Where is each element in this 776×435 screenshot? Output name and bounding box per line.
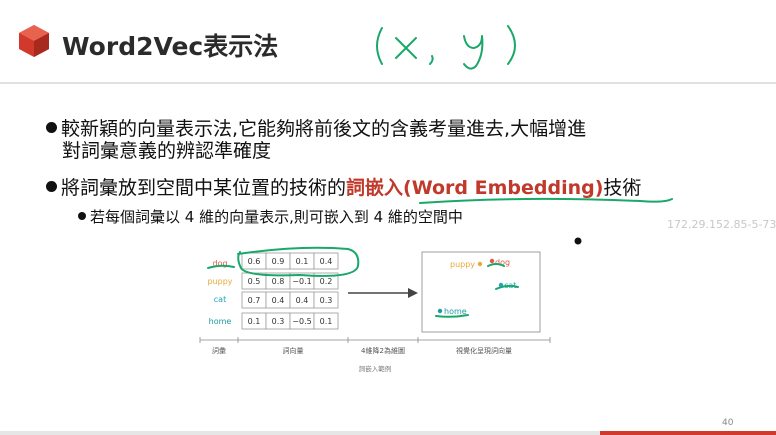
vector-cell: −0.5 [292, 317, 311, 326]
word-embedding-figure: dog puppy cat home 0.6 0.9 0.1 0.4 0.5 0… [199, 251, 551, 373]
bullet-2-highlight: 詞嵌入(Word Embedding) [346, 177, 604, 199]
vector-cell: 0.3 [320, 296, 333, 305]
vector-cell: 0.4 [296, 296, 309, 305]
slide-title: Word2Vec表示法 [62, 32, 279, 61]
word-home: home [209, 317, 232, 326]
vector-cell: 0.1 [296, 257, 309, 266]
vector-cell: 0.3 [272, 317, 285, 326]
figure-axis [199, 337, 551, 343]
point-puppy [477, 261, 483, 267]
plot-label-dog: dog [495, 258, 510, 267]
word-puppy: puppy [207, 277, 232, 286]
word-dog: dog [212, 259, 227, 268]
bullet-2-prefix: 將詞彙放到空間中某位置的技術的 [61, 177, 347, 199]
ink-underline-highlight [419, 197, 673, 204]
vector-cell: 0.4 [272, 296, 285, 305]
bullet-2-suffix: 技術 [603, 177, 642, 199]
ink-dot-mark [574, 237, 582, 245]
page-number: 40 [722, 418, 734, 428]
vector-cell: 0.7 [248, 296, 261, 305]
vector-cell: 0.4 [320, 257, 333, 266]
col-label-visualize: 視覺化呈現詞向量 [456, 346, 512, 355]
title-divider [0, 82, 776, 84]
vector-cell: 0.1 [248, 317, 261, 326]
word-cat: cat [214, 295, 226, 304]
vector-cell: 0.5 [248, 277, 261, 286]
figure-caption: 詞嵌入範例 [359, 364, 392, 373]
vector-cell: 0.1 [320, 317, 333, 326]
col-label-reduce: 4維降2為維圖 [361, 346, 405, 355]
sub-bullet: 若每個詞彙以 4 維的向量表示,則可嵌入到 4 維的空間中 [78, 206, 463, 228]
ip-watermark: 172.29.152.85-5-739 [667, 218, 776, 231]
bullet-dot [46, 122, 57, 133]
plot-label-home: home [444, 307, 467, 316]
point-cat [498, 282, 504, 288]
bullet-2: 將詞彙放到空間中某位置的技術的詞嵌入(Word Embedding)技術 [46, 177, 641, 199]
bullet-1-continuation: 對詞彙意義的辨認準確度 [62, 140, 272, 162]
footer-accent-bar [600, 431, 776, 435]
point-dog [489, 258, 495, 264]
plot-label-cat: cat [504, 281, 516, 290]
point-home [437, 308, 443, 314]
bullet-1: 較新穎的向量表示法,它能夠將前後文的含義考量進去,大幅增進 [46, 118, 586, 140]
hexagon-logo-icon [19, 25, 49, 57]
vector-cell: 0.2 [320, 277, 333, 286]
transform-arrow [348, 288, 418, 298]
plot-label-puppy: puppy [450, 260, 475, 269]
bullet-dot [46, 181, 57, 192]
col-label-vectors: 詞向量 [283, 346, 304, 355]
vector-cell: 0.8 [272, 277, 285, 286]
footer-bar [0, 431, 776, 435]
col-label-words: 詞彙 [212, 346, 226, 355]
bullet-1-text: 較新穎的向量表示法,它能夠將前後文的含義考量進去,大幅增進 [61, 118, 587, 140]
handwritten-xy-annotation [376, 25, 516, 70]
sub-bullet-dot [78, 212, 86, 220]
vector-cell: −0.1 [292, 277, 311, 286]
vector-cell: 0.6 [248, 257, 261, 266]
vector-cell: 0.9 [272, 257, 285, 266]
sub-bullet-text: 若每個詞彙以 4 維的向量表示,則可嵌入到 4 維的空間中 [90, 208, 463, 226]
